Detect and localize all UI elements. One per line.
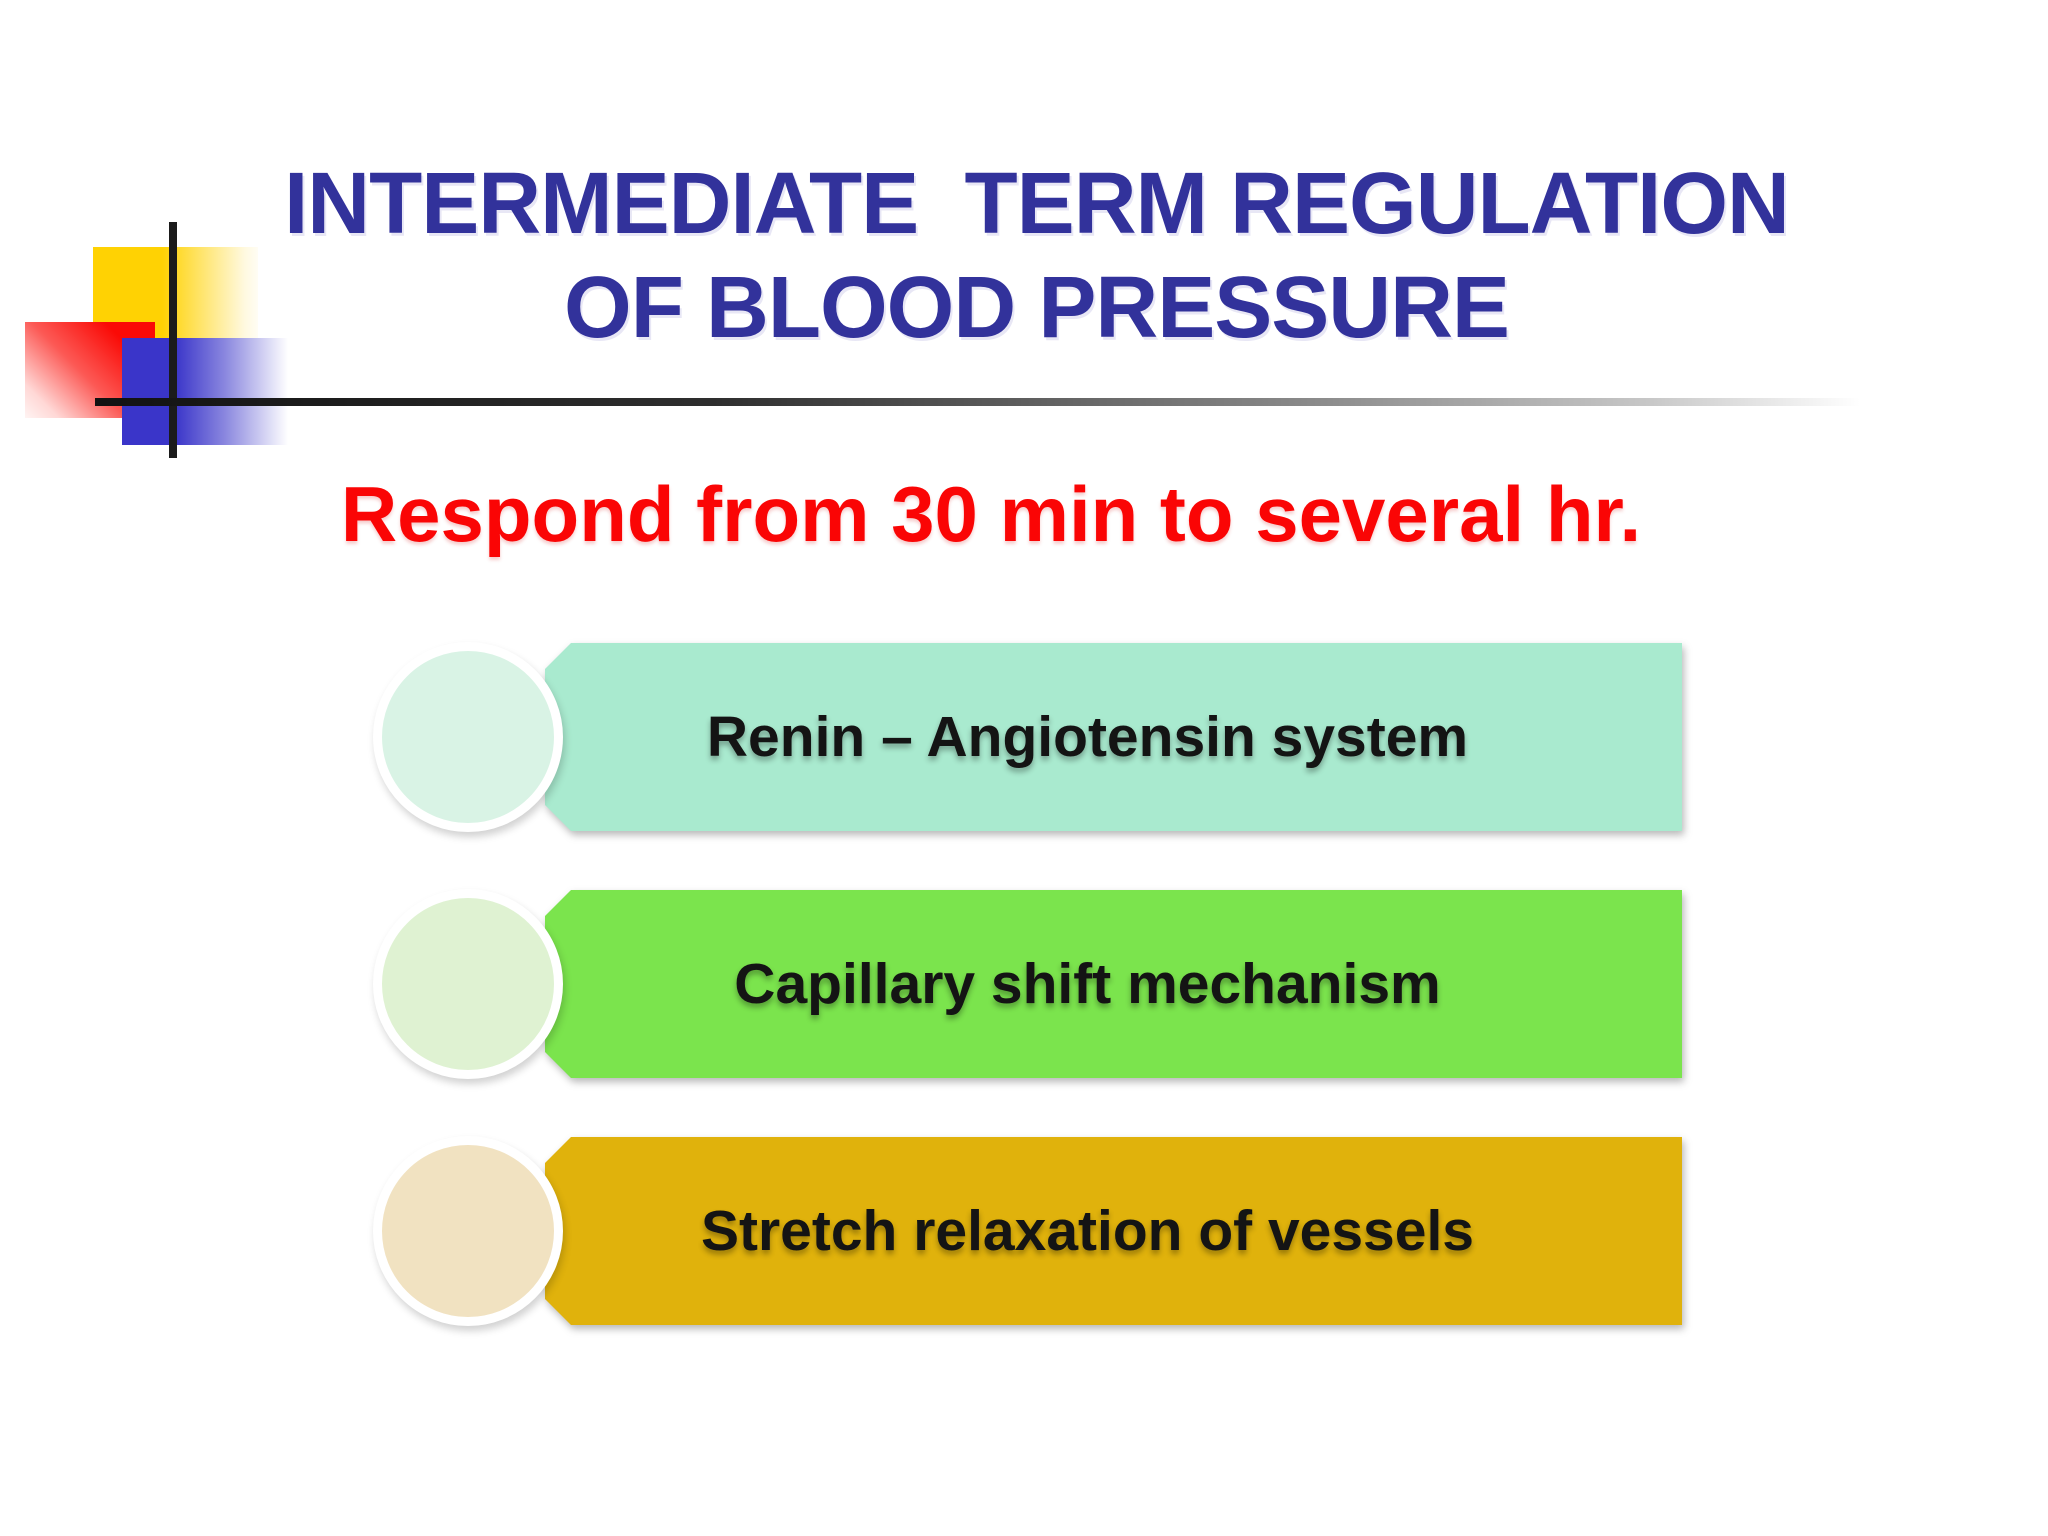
banner-shape [545, 1137, 1682, 1325]
banner-label: Renin – Angiotensin system [706, 705, 1469, 769]
decoration-blue-square [122, 338, 288, 445]
banner-circle [373, 889, 563, 1079]
list-item: Renin – Angiotensin system [373, 642, 1682, 832]
banner-shape-wrap [545, 1137, 1682, 1325]
title-line-1: INTERMEDIATE TERM REGULATION [284, 155, 1790, 252]
banner-label: Capillary shift mechanism [734, 952, 1441, 1016]
banner-shape [545, 643, 1682, 831]
decoration-vertical-line [169, 222, 177, 458]
banner-circle [373, 642, 563, 832]
list-item: Capillary shift mechanism [373, 889, 1682, 1079]
title-divider-line [95, 398, 1860, 406]
banner-circle [373, 1136, 563, 1326]
banner-shape [545, 890, 1682, 1078]
banner-shape-wrap [545, 890, 1682, 1078]
subtitle: Respond from 30 min to several hr. [340, 470, 1642, 558]
banner-label: Stretch relaxation of vessels [700, 1199, 1474, 1263]
list-item: Stretch relaxation of vessels [373, 1136, 1682, 1326]
title-line-2: OF BLOOD PRESSURE [564, 259, 1510, 356]
banner-shape-wrap [545, 643, 1682, 831]
